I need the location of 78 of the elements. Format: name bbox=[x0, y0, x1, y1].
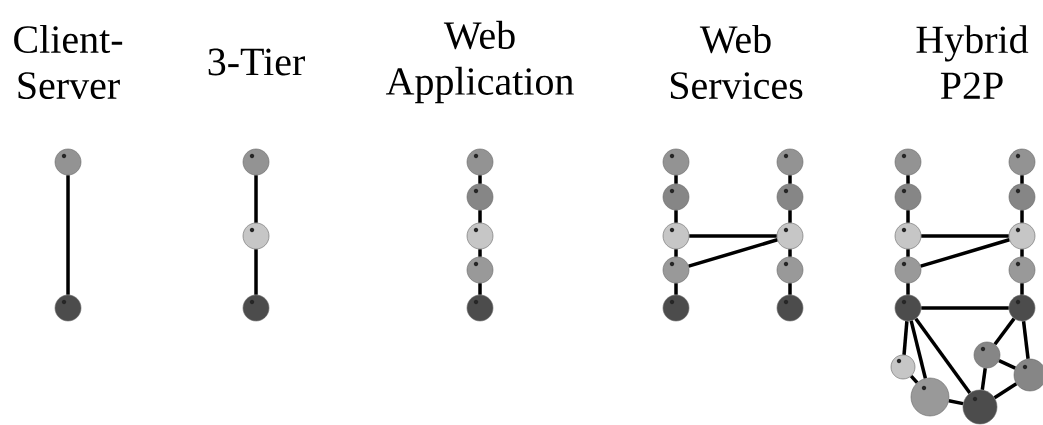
connector-line bbox=[478, 283, 482, 295]
sphere bbox=[1008, 148, 1036, 176]
sphere bbox=[662, 294, 690, 322]
connector-line bbox=[674, 249, 678, 257]
connector-line bbox=[674, 210, 678, 223]
connector-line bbox=[66, 175, 70, 295]
connector-line bbox=[1020, 175, 1024, 184]
sphere bbox=[894, 256, 922, 284]
sphere bbox=[1008, 294, 1036, 322]
sphere bbox=[242, 294, 270, 322]
connector-line bbox=[1020, 249, 1024, 257]
sphere bbox=[466, 183, 494, 211]
connector-line bbox=[909, 374, 919, 384]
connector-line bbox=[921, 306, 1009, 310]
sphere bbox=[466, 222, 494, 250]
sphere bbox=[776, 294, 804, 322]
sphere bbox=[962, 389, 998, 425]
column-heading: 3-Tier bbox=[208, 48, 305, 76]
connector-line bbox=[993, 317, 1016, 346]
column-heading: Web Services bbox=[670, 24, 803, 100]
sphere bbox=[242, 148, 270, 176]
connector-line bbox=[948, 399, 964, 406]
connector-line bbox=[674, 283, 678, 295]
sphere bbox=[1013, 358, 1043, 392]
sphere bbox=[242, 222, 270, 250]
connector-line bbox=[788, 210, 792, 223]
sphere bbox=[973, 341, 1001, 369]
connector-line bbox=[920, 238, 1010, 268]
sphere bbox=[776, 148, 804, 176]
connector-line bbox=[254, 249, 258, 295]
connector-line bbox=[1020, 210, 1024, 223]
sphere bbox=[776, 222, 804, 250]
sphere bbox=[1008, 222, 1036, 250]
connector-line bbox=[688, 238, 778, 268]
connector-line bbox=[980, 367, 987, 391]
sphere bbox=[1008, 183, 1036, 211]
connector-line bbox=[674, 175, 678, 184]
connector-line bbox=[906, 249, 910, 257]
connector-line bbox=[788, 283, 792, 295]
connector-line bbox=[906, 210, 910, 223]
sphere bbox=[890, 354, 916, 380]
connector-line bbox=[478, 249, 482, 257]
sphere bbox=[894, 222, 922, 250]
connector-line bbox=[902, 321, 909, 355]
sphere bbox=[776, 183, 804, 211]
sphere bbox=[466, 256, 494, 284]
connector-line bbox=[478, 175, 482, 184]
connector-line bbox=[478, 210, 482, 223]
column-heading: Web Application bbox=[386, 20, 574, 104]
column-heading: Hybrid P2P bbox=[916, 25, 1029, 99]
sphere bbox=[662, 222, 690, 250]
connector-line bbox=[788, 249, 792, 257]
sphere bbox=[776, 256, 804, 284]
connector-line bbox=[689, 234, 777, 238]
column-heading: Client-Server bbox=[14, 24, 123, 100]
sphere bbox=[466, 148, 494, 176]
connector-line bbox=[1020, 283, 1024, 295]
sphere bbox=[662, 183, 690, 211]
sphere bbox=[54, 294, 82, 322]
sphere bbox=[662, 256, 690, 284]
connector-line bbox=[909, 320, 928, 379]
sphere bbox=[894, 294, 922, 322]
sphere bbox=[54, 148, 82, 176]
connector-line bbox=[254, 175, 258, 223]
sphere bbox=[894, 183, 922, 211]
connector-line bbox=[906, 283, 910, 295]
connector-line bbox=[921, 234, 1009, 238]
connector-line bbox=[998, 359, 1016, 370]
connector-line bbox=[788, 175, 792, 184]
connector-line bbox=[906, 175, 910, 184]
connector-line bbox=[914, 317, 972, 395]
sphere bbox=[910, 377, 950, 417]
sphere bbox=[894, 148, 922, 176]
sphere bbox=[466, 294, 494, 322]
connector-line bbox=[1021, 321, 1030, 359]
sphere bbox=[1008, 256, 1036, 284]
sphere bbox=[662, 148, 690, 176]
connector-line bbox=[993, 382, 1018, 400]
